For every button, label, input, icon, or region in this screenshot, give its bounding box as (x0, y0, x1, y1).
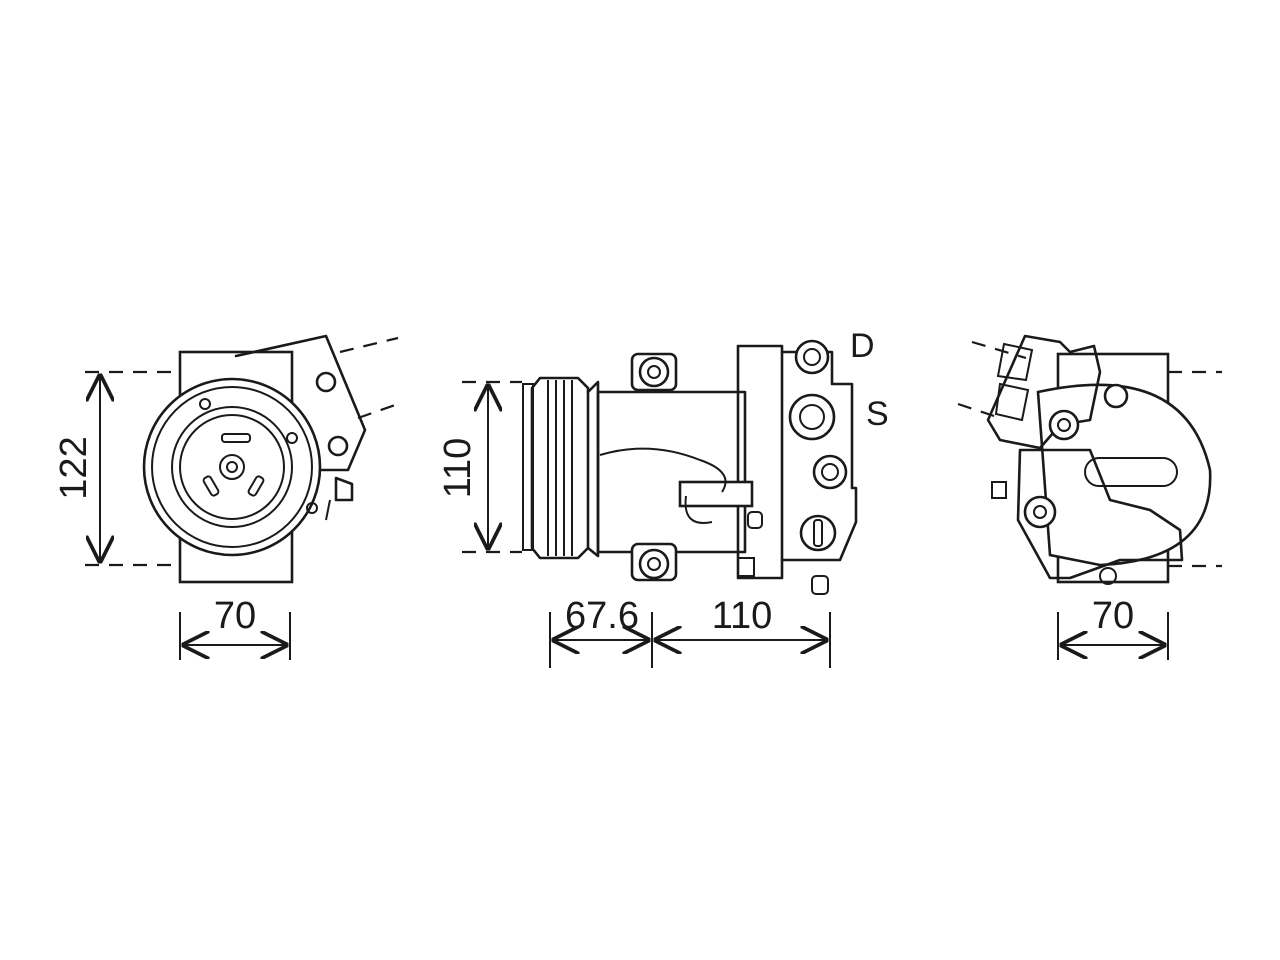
dim-rear-width: 70 (1092, 595, 1134, 637)
front-view (85, 334, 399, 660)
side-view (462, 339, 858, 668)
rear-view (957, 334, 1222, 660)
dim-pulley-length: 67.6 (565, 595, 639, 637)
dim-side-height: 110 (437, 438, 479, 499)
port-label-discharge: D (850, 327, 875, 365)
dim-body-length: 110 (712, 595, 773, 637)
dim-front-height: 122 (53, 436, 95, 499)
dim-front-width: 70 (214, 595, 256, 637)
port-label-suction: S (866, 395, 889, 433)
